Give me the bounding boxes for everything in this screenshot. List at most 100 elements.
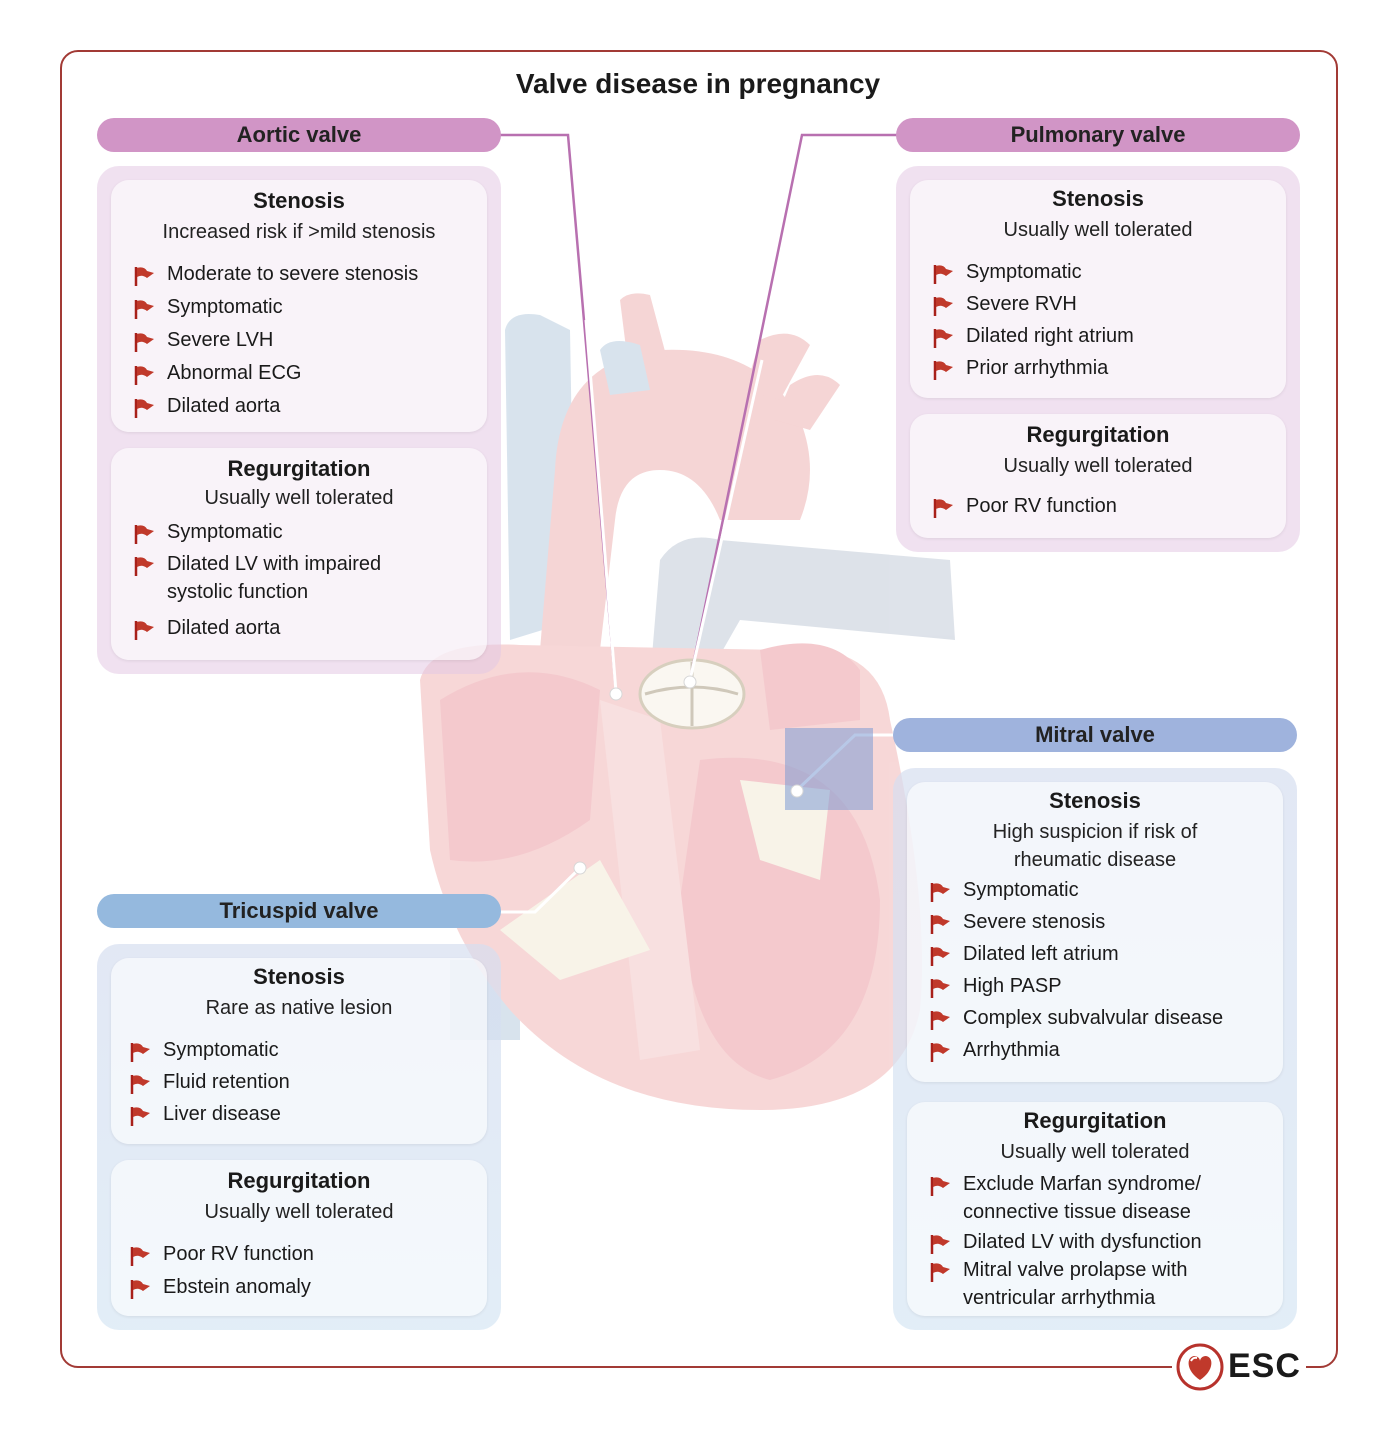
- list-item-text: Fluid retention: [163, 1071, 290, 1093]
- list-item: Ebstein anomaly: [129, 1273, 477, 1306]
- red-flag-icon: [930, 1011, 950, 1030]
- list-item-text: Severe LVH: [167, 329, 274, 351]
- red-flag-icon: [933, 297, 953, 316]
- mitral-valve-panel: Stenosis High suspicion if risk of rheum…: [893, 768, 1297, 1330]
- red-flag-icon: [134, 399, 154, 418]
- red-flag-icon: [930, 1263, 950, 1282]
- red-flag-icon: [930, 915, 950, 934]
- list-item: Symptomatic: [129, 1036, 477, 1068]
- list-item-text: Mitral valve prolapse with ventricular a…: [963, 1259, 1188, 1309]
- list-item-text: High PASP: [963, 975, 1062, 997]
- mitral-stenosis-card: Stenosis High suspicion if risk of rheum…: [907, 782, 1283, 1082]
- red-flag-icon: [134, 366, 154, 385]
- card-heading: Stenosis: [253, 188, 345, 213]
- list-item: Dilated aorta: [133, 614, 477, 646]
- mitral-pointer-dot: [790, 784, 804, 798]
- esc-logo: ESC: [1172, 1343, 1306, 1391]
- risk-list: Symptomatic Dilated LV with impaired sys…: [133, 518, 477, 646]
- list-item: Dilated LV with dysfunction: [929, 1228, 1273, 1256]
- pulmonary-stenosis-card: Stenosis Usually well tolerated Symptoma…: [910, 180, 1286, 398]
- list-item: Fluid retention: [129, 1068, 477, 1100]
- pulmonary-pointer-dot: [683, 675, 697, 689]
- risk-list: Poor RV function: [932, 492, 1276, 524]
- list-item: Liver disease: [129, 1100, 477, 1132]
- card-heading: Regurgitation: [1023, 1108, 1167, 1133]
- red-flag-icon: [930, 1043, 950, 1062]
- tricuspid-pointer-dot: [573, 861, 587, 875]
- risk-list: Symptomatic Severe RVH Dilated right atr…: [932, 258, 1276, 386]
- red-flag-icon: [933, 265, 953, 284]
- red-flag-icon: [130, 1107, 150, 1126]
- list-item: Prior arrhythmia: [932, 354, 1276, 386]
- right-atrium-shape: [440, 672, 600, 862]
- red-flag-icon: [134, 267, 154, 286]
- list-item: Moderate to severe stenosis: [133, 260, 477, 293]
- pulmonary-valve-label: Pulmonary valve: [896, 118, 1300, 152]
- list-item: Exclude Marfan syndrome/ connective tiss…: [929, 1170, 1253, 1228]
- list-item-text: Dilated LV with impaired systolic functi…: [167, 553, 382, 603]
- card-heading: Stenosis: [1052, 186, 1144, 211]
- aortic-regurgitation-card: Regurgitation Usually well tolerated Sym…: [111, 448, 487, 660]
- list-item: High PASP: [929, 972, 1273, 1004]
- tricuspid-valve-panel: Stenosis Rare as native lesion Symptomat…: [97, 944, 501, 1330]
- card-heading: Regurgitation: [1026, 422, 1170, 447]
- aortic-valve-panel: Stenosis Increased risk if >mild stenosi…: [97, 166, 501, 674]
- red-flag-icon: [930, 1177, 950, 1196]
- list-item-text: Prior arrhythmia: [966, 357, 1109, 379]
- risk-list: Moderate to severe stenosis Symptomatic …: [133, 260, 477, 425]
- card-subtitle: Usually well tolerated: [204, 487, 394, 509]
- list-item-text: Liver disease: [163, 1103, 281, 1125]
- mitral-regurgitation-card: Regurgitation Usually well tolerated Exc…: [907, 1102, 1283, 1316]
- red-flag-icon: [130, 1280, 150, 1299]
- esc-logo-text: ESC: [1228, 1347, 1301, 1385]
- mitral-valve-label: Mitral valve: [893, 718, 1297, 752]
- list-item: Poor RV function: [129, 1240, 477, 1273]
- red-flag-icon: [933, 361, 953, 380]
- red-flag-icon: [930, 883, 950, 902]
- red-flag-icon: [933, 499, 953, 518]
- red-flag-icon: [134, 333, 154, 352]
- list-item: Symptomatic: [932, 258, 1276, 290]
- list-item: Dilated LV with impaired systolic functi…: [133, 550, 417, 614]
- red-flag-icon: [130, 1075, 150, 1094]
- card-subtitle: Rare as native lesion: [205, 997, 393, 1019]
- list-item-text: Severe stenosis: [963, 911, 1106, 933]
- list-item: Symptomatic: [133, 293, 477, 326]
- page-title: Valve disease in pregnancy: [515, 68, 881, 99]
- mitral-highlight-box: [785, 728, 873, 810]
- risk-list: Symptomatic Fluid retention Liver diseas…: [129, 1036, 477, 1132]
- heart-logo-icon: [1176, 1343, 1224, 1391]
- list-item-text: Symptomatic: [966, 261, 1082, 283]
- pulmonary-artery-shape: [650, 537, 955, 690]
- aorta-branch-shape: [775, 375, 840, 430]
- tricuspid-valve-label: Tricuspid valve: [97, 894, 501, 928]
- red-flag-icon: [134, 300, 154, 319]
- card-subtitle: Increased risk if >mild stenosis: [162, 221, 436, 243]
- tricuspid-leader-line: [500, 866, 582, 914]
- list-item-text: Complex subvalvular disease: [963, 1007, 1224, 1029]
- aortic-valve-label: Aortic valve: [97, 118, 501, 152]
- pulmonary-regurgitation-card: Regurgitation Usually well tolerated Poo…: [910, 414, 1286, 538]
- left-ventricle-shape: [680, 757, 880, 1080]
- list-item: Symptomatic: [133, 518, 477, 550]
- red-flag-icon: [134, 525, 154, 544]
- list-item-text: Dilated LV with dysfunction: [963, 1231, 1202, 1253]
- red-flag-icon: [134, 557, 154, 576]
- pulmonary-valve-panel: Stenosis Usually well tolerated Symptoma…: [896, 166, 1300, 552]
- list-item: Dilated right atrium: [932, 322, 1276, 354]
- list-item-text: Poor RV function: [966, 495, 1117, 517]
- list-item: Mitral valve prolapse with ventricular a…: [929, 1256, 1253, 1312]
- list-item-text: Abnormal ECG: [167, 362, 302, 384]
- card-subtitle: Usually well tolerated: [1003, 219, 1193, 241]
- list-item: Severe LVH: [133, 326, 477, 359]
- card-subtitle: Usually well tolerated: [204, 1201, 394, 1223]
- red-flag-icon: [933, 329, 953, 348]
- tricuspid-leaflets-shape: [500, 860, 650, 980]
- red-flag-icon: [130, 1247, 150, 1266]
- card-heading: Regurgitation: [227, 1168, 371, 1193]
- aortic-leader-line-white: [584, 319, 618, 693]
- list-item-text: Symptomatic: [163, 1039, 279, 1061]
- red-flag-icon: [930, 1235, 950, 1254]
- list-item-text: Moderate to severe stenosis: [167, 263, 419, 285]
- list-item-text: Symptomatic: [963, 879, 1079, 901]
